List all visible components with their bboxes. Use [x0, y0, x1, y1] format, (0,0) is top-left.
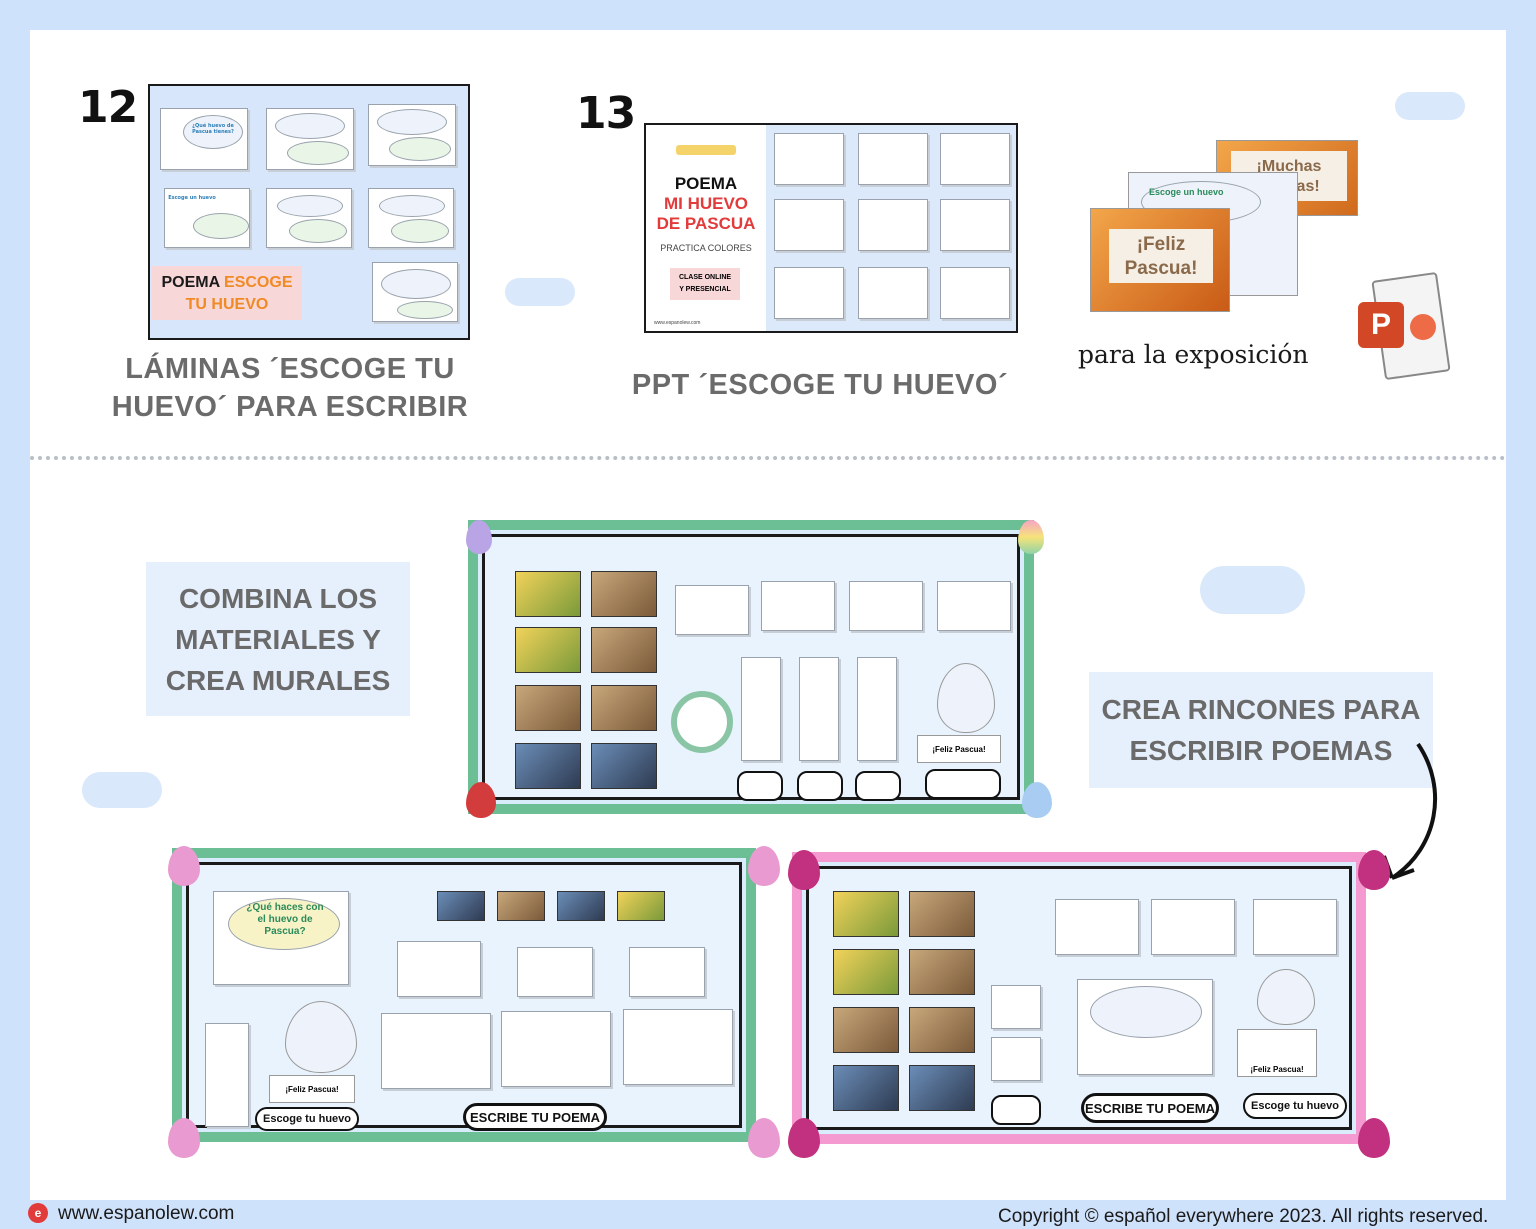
mural-left-escribe-button[interactable]: ESCRIBE TU POEMA: [463, 1103, 607, 1131]
ppt-cover-poema: POEMA: [674, 174, 738, 193]
mural-left-board: ¿Qué haces con el huevo de Pascua? ¡Feli…: [186, 862, 742, 1131]
ppt-slides-grid: [766, 125, 1016, 331]
ppt-badge-line1: CLASE ONLINE: [678, 274, 732, 281]
ppt-cover-badge: CLASE ONLINE Y PRESENCIAL: [670, 268, 740, 300]
egg-decoration: [1018, 520, 1044, 554]
caption-12-line1: LÁMINAS ´ESCOGE TU: [125, 353, 455, 385]
egg-decoration: [748, 1118, 780, 1158]
slide-title-poema: POEMA: [161, 274, 220, 291]
cloud-decoration: [1200, 566, 1305, 614]
slides-preview-12[interactable]: ¿Qué huevo de Pascua tienes? Escoge un h…: [148, 84, 470, 340]
exposicion-caption: para la exposición: [1078, 340, 1309, 369]
mini-slide: [368, 104, 456, 166]
egg-decoration: [1022, 782, 1052, 818]
egg-decoration: [168, 1118, 200, 1158]
mural-right-escribe-button[interactable]: ESCRIBE TU POEMA: [1081, 1093, 1219, 1123]
ppt-preview-13[interactable]: POEMA MI HUEVO DE PASCUA PRACTICA COLORE…: [644, 123, 1018, 333]
egg-decoration: [466, 782, 496, 818]
footer-url[interactable]: www.espanolew.com: [58, 1203, 235, 1224]
mural-right-board: ¡Feliz Pascua! ESCRIBE TU POEMA Escoge t…: [806, 866, 1352, 1130]
mural-center-board: ¡Feliz Pascua!: [482, 534, 1020, 801]
mini-slide-text: Escoge un huevo: [168, 195, 216, 201]
mural-right[interactable]: ¡Feliz Pascua! ESCRIBE TU POEMA Escoge t…: [788, 850, 1390, 1158]
egg-decoration: [748, 846, 780, 886]
label-combina-line2: MATERIALES Y: [175, 623, 381, 655]
card-front: ¡Feliz Pascua!: [1090, 208, 1230, 312]
label-combina-line3: CREA MURALES: [165, 664, 391, 696]
ppt-cover-line2: MI HUEVO: [663, 194, 749, 213]
ppt-cover-line3: DE PASCUA: [656, 214, 756, 233]
caption-12: LÁMINAS ´ESCOGE TU HUEVO´ PARA ESCRIBIR: [100, 350, 480, 426]
mural-center-feliz: ¡Feliz Pascua!: [917, 735, 1001, 763]
logo-icon: [676, 145, 736, 155]
section-divider: [30, 456, 1506, 460]
egg-decoration: [788, 1118, 820, 1158]
mini-slide: [266, 108, 354, 170]
label-rincones-line1: CREA RINCONES PARA: [1101, 694, 1421, 725]
ppt-letter: P: [1358, 302, 1404, 348]
mural-left-haces-slide: ¿Qué haces con el huevo de Pascua?: [213, 891, 349, 985]
mural-left[interactable]: ¿Qué haces con el huevo de Pascua? ¡Feli…: [168, 846, 780, 1158]
label-combina: COMBINA LOS MATERIALES Y CREA MURALES: [146, 562, 410, 716]
egg-decoration: [788, 850, 820, 890]
egg-decoration: [1358, 850, 1390, 890]
caption-13: PPT ´ESCOGE TU HUEVO´: [631, 369, 1009, 401]
caption-12-line2: HUEVO´ PARA ESCRIBIR: [111, 391, 469, 423]
egg-decoration: [1358, 1118, 1390, 1158]
cloud-decoration: [82, 772, 162, 808]
cloud-decoration: [505, 278, 575, 306]
mini-slide-text: ¿Qué huevo de Pascua tienes?: [192, 123, 234, 135]
mural-left-haces-text: ¿Qué haces con el huevo de Pascua?: [246, 902, 324, 937]
mini-slide: ¿Qué huevo de Pascua tienes?: [160, 108, 248, 170]
section-number-13: 13: [576, 88, 636, 139]
mural-left-escoge-button[interactable]: Escoge tu huevo: [255, 1107, 359, 1131]
egg-decoration: [168, 846, 200, 886]
ppt-cover: POEMA MI HUEVO DE PASCUA PRACTICA COLORE…: [646, 125, 766, 331]
mini-slide: [368, 188, 454, 248]
mini-slide: [266, 188, 352, 248]
mini-slide: [372, 262, 458, 322]
espanol-everywhere-logo-icon: e: [28, 1203, 48, 1223]
card-front-text: ¡Feliz Pascua!: [1109, 229, 1213, 283]
label-rincones-line2: ESCRIBIR POEMAS: [1129, 735, 1393, 766]
footer-copyright: Copyright © español everywhere 2023. All…: [998, 1206, 1489, 1227]
powerpoint-file-icon: P: [1358, 271, 1451, 382]
egg-decoration: [466, 520, 492, 554]
ppt-cover-url: www.espanolew.com: [654, 320, 701, 326]
card-middle-text: Escoge un huevo: [1149, 187, 1224, 197]
mural-right-feliz: ¡Feliz Pascua!: [1237, 1029, 1317, 1077]
mural-center[interactable]: ¡Feliz Pascua!: [466, 520, 1052, 818]
ppt-cover-sub: PRACTICA COLORES: [660, 243, 752, 253]
label-combina-line1: COMBINA LOS: [178, 582, 378, 614]
slide-title-tuhuevo: TU HUEVO: [185, 296, 269, 313]
mini-slide: Escoge un huevo: [164, 188, 250, 248]
slide-title-block: POEMA ESCOGE TU HUEVO: [152, 266, 302, 320]
cloud-decoration: [1395, 92, 1465, 120]
section-number-12: 12: [78, 82, 138, 133]
mural-right-escoge-button[interactable]: Escoge tu huevo: [1243, 1093, 1347, 1119]
slide-title-escoge: ESCOGE: [224, 274, 293, 291]
label-rincones: CREA RINCONES PARA ESCRIBIR POEMAS: [1089, 672, 1433, 788]
ppt-badge-line2: Y PRESENCIAL: [679, 286, 731, 293]
mural-left-feliz: ¡Feliz Pascua!: [269, 1075, 355, 1103]
